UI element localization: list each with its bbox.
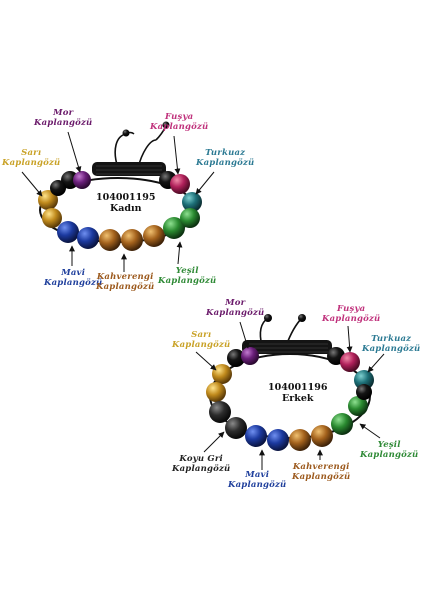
bead-yesil	[331, 413, 353, 435]
cord-end-bead	[298, 314, 306, 322]
arrow	[176, 241, 183, 265]
macrame-knot-bottom	[242, 340, 332, 354]
label-mavi-top: Mavi Kaplangözü	[44, 268, 103, 288]
bead-kahverengi	[99, 229, 121, 251]
bead-yesil	[348, 396, 368, 416]
arrow	[67, 131, 82, 173]
arrow	[346, 325, 353, 353]
label-koyu-gri-bottom: Koyu Gri Kaplangözü	[172, 454, 231, 474]
bead-sari	[42, 208, 62, 228]
bead-mavi	[77, 227, 99, 249]
arrow	[359, 423, 381, 439]
arrow	[195, 171, 215, 195]
label-mor-bottom: Mor Kaplangözü	[206, 298, 265, 318]
bead-yesil	[180, 208, 200, 228]
cord-end-bead	[122, 129, 130, 137]
bracelet-bottom	[195, 314, 385, 470]
macrame-knot-top	[92, 162, 166, 176]
bead-kahverengi	[121, 229, 143, 251]
bead-koyu-gri	[209, 401, 231, 423]
arrow	[239, 321, 250, 349]
label-kahverengi-top: Kahverengi Kaplangözü	[96, 272, 155, 292]
bead-fusya	[170, 174, 190, 194]
bead-turkuaz	[354, 370, 374, 390]
arrow	[195, 351, 217, 371]
label-mavi-bottom: Mavi Kaplangözü	[228, 470, 287, 490]
label-mor-top: Mor Kaplangözü	[34, 108, 93, 128]
bead-kahverengi	[143, 225, 165, 247]
product-code-top: 104001195 Kadın	[96, 192, 156, 214]
product-code-bottom: 104001196 Erkek	[268, 382, 328, 404]
bead-onyx	[356, 384, 372, 400]
bead-sari	[206, 382, 226, 402]
arrow	[367, 353, 385, 373]
label-fusya-bottom: Fuşya Kaplangözü	[322, 304, 381, 324]
bead-sari	[212, 364, 232, 384]
arrow	[21, 171, 43, 197]
bead-mavi	[245, 425, 267, 447]
label-yesil-top: Yeşil Kaplangözü	[158, 266, 217, 286]
bead-mavi	[57, 221, 79, 243]
bead-mavi	[267, 429, 289, 451]
bead-yesil	[163, 217, 185, 239]
bead-onyx	[50, 180, 66, 196]
bead-sari	[38, 190, 58, 210]
label-kahverengi-bottom: Kahverengi Kaplangözü	[292, 462, 351, 482]
label-yesil-bottom: Yeşil Kaplangözü	[360, 440, 419, 460]
arrow	[203, 431, 225, 453]
label-turkuaz-top: Turkuaz Kaplangözü	[196, 148, 255, 168]
bead-mor	[73, 171, 91, 189]
arrow	[173, 135, 181, 175]
label-fusya-top: Fuşya Kaplangözü	[150, 112, 209, 132]
bead-kahverengi	[289, 429, 311, 451]
cord-end-bead	[264, 314, 272, 322]
label-sari-bottom: Sarı Kaplangözü	[172, 330, 231, 350]
bead-turkuaz	[182, 192, 202, 212]
bead-fusya	[340, 352, 360, 372]
label-turkuaz-bottom: Turkuaz Kaplangözü	[362, 334, 421, 354]
bead-koyu-gri	[225, 417, 247, 439]
bead-onyx	[227, 349, 245, 367]
cord-end-bead	[162, 121, 170, 129]
bead-kahverengi	[311, 425, 333, 447]
bead-mor	[241, 347, 259, 365]
bracelet-top	[21, 121, 215, 272]
label-sari-top: Sarı Kaplangözü	[2, 148, 61, 168]
